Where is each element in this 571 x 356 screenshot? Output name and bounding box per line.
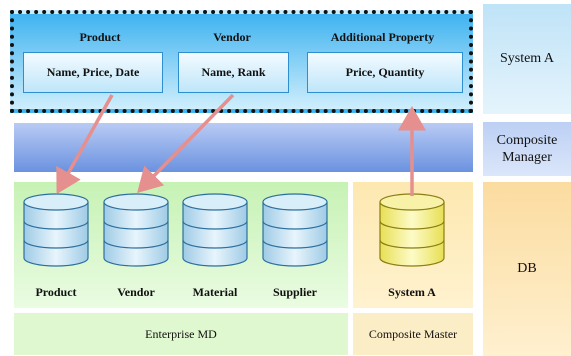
material-db-icon	[182, 193, 248, 267]
db-label-material: Material	[192, 285, 238, 299]
layer-label-system-a: System A	[483, 4, 571, 114]
vendor-attributes-box: Name, Rank	[178, 52, 289, 93]
additional-property-column-title: Additional Property	[330, 30, 435, 44]
layer-label-composite-manager-text: Composite Manager	[496, 132, 558, 166]
enterprise-md-label-text: Enterprise MD	[145, 326, 217, 341]
additional-property-attributes-box: Price, Quantity	[307, 52, 463, 93]
layer-label-system-a-text: System A	[499, 51, 555, 67]
product-to-db-arrow	[56, 94, 114, 195]
composite-master-label: Composite Master	[353, 313, 473, 355]
system-a-db-icon	[379, 193, 445, 267]
composite-master-label-text: Composite Master	[368, 326, 458, 341]
supplier-db-icon	[262, 193, 328, 267]
layer-label-composite-manager: Composite Manager	[483, 122, 571, 176]
layer-label-db-text: DB	[517, 261, 537, 277]
db-label-system-a: System A	[388, 285, 436, 299]
product-column-title: Product	[79, 30, 121, 44]
db-label-product: Product	[35, 285, 77, 299]
enterprise-md-label: Enterprise MD	[14, 313, 348, 355]
product-db-icon	[23, 193, 89, 267]
vendor-column-title: Vendor	[213, 30, 251, 44]
layer-label-db: DB	[483, 182, 571, 356]
vendor-to-db-arrow	[137, 93, 235, 194]
vendor-db-icon	[103, 193, 169, 267]
db-label-vendor: Vendor	[117, 285, 155, 299]
product-attributes-box: Name, Price, Date	[23, 52, 163, 93]
db-label-supplier: Supplier	[272, 285, 317, 299]
